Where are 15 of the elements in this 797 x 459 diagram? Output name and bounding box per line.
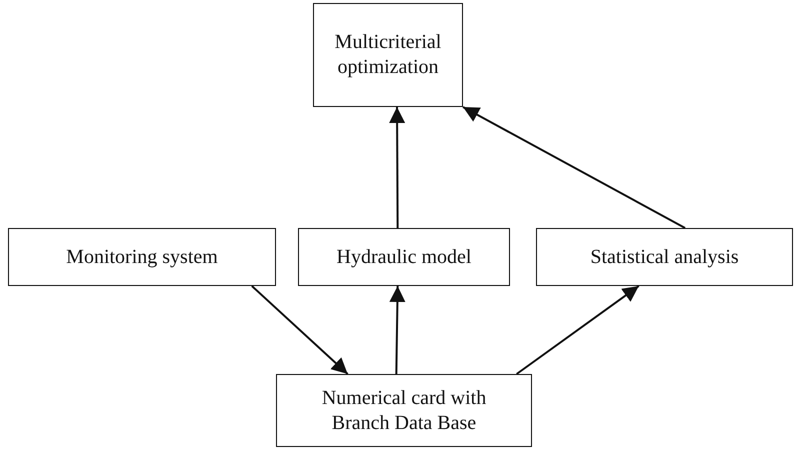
box-label: Monitoring system: [66, 244, 218, 270]
arrow: [462, 106, 686, 229]
arrow: [389, 107, 406, 228]
process-box: [276, 374, 532, 447]
box-label: Multicriterial optimization: [334, 30, 442, 80]
process-box: [8, 228, 276, 286]
process-box: [536, 228, 793, 286]
arrow: [251, 285, 348, 375]
arrow: [389, 286, 406, 374]
box-label: Numerical card with Branch Data Base: [320, 386, 488, 436]
box-label: Statistical analysis: [590, 244, 739, 270]
process-box: [298, 228, 510, 286]
arrow: [516, 285, 640, 375]
process-box: [313, 3, 463, 107]
box-label: Hydraulic model: [336, 244, 472, 270]
